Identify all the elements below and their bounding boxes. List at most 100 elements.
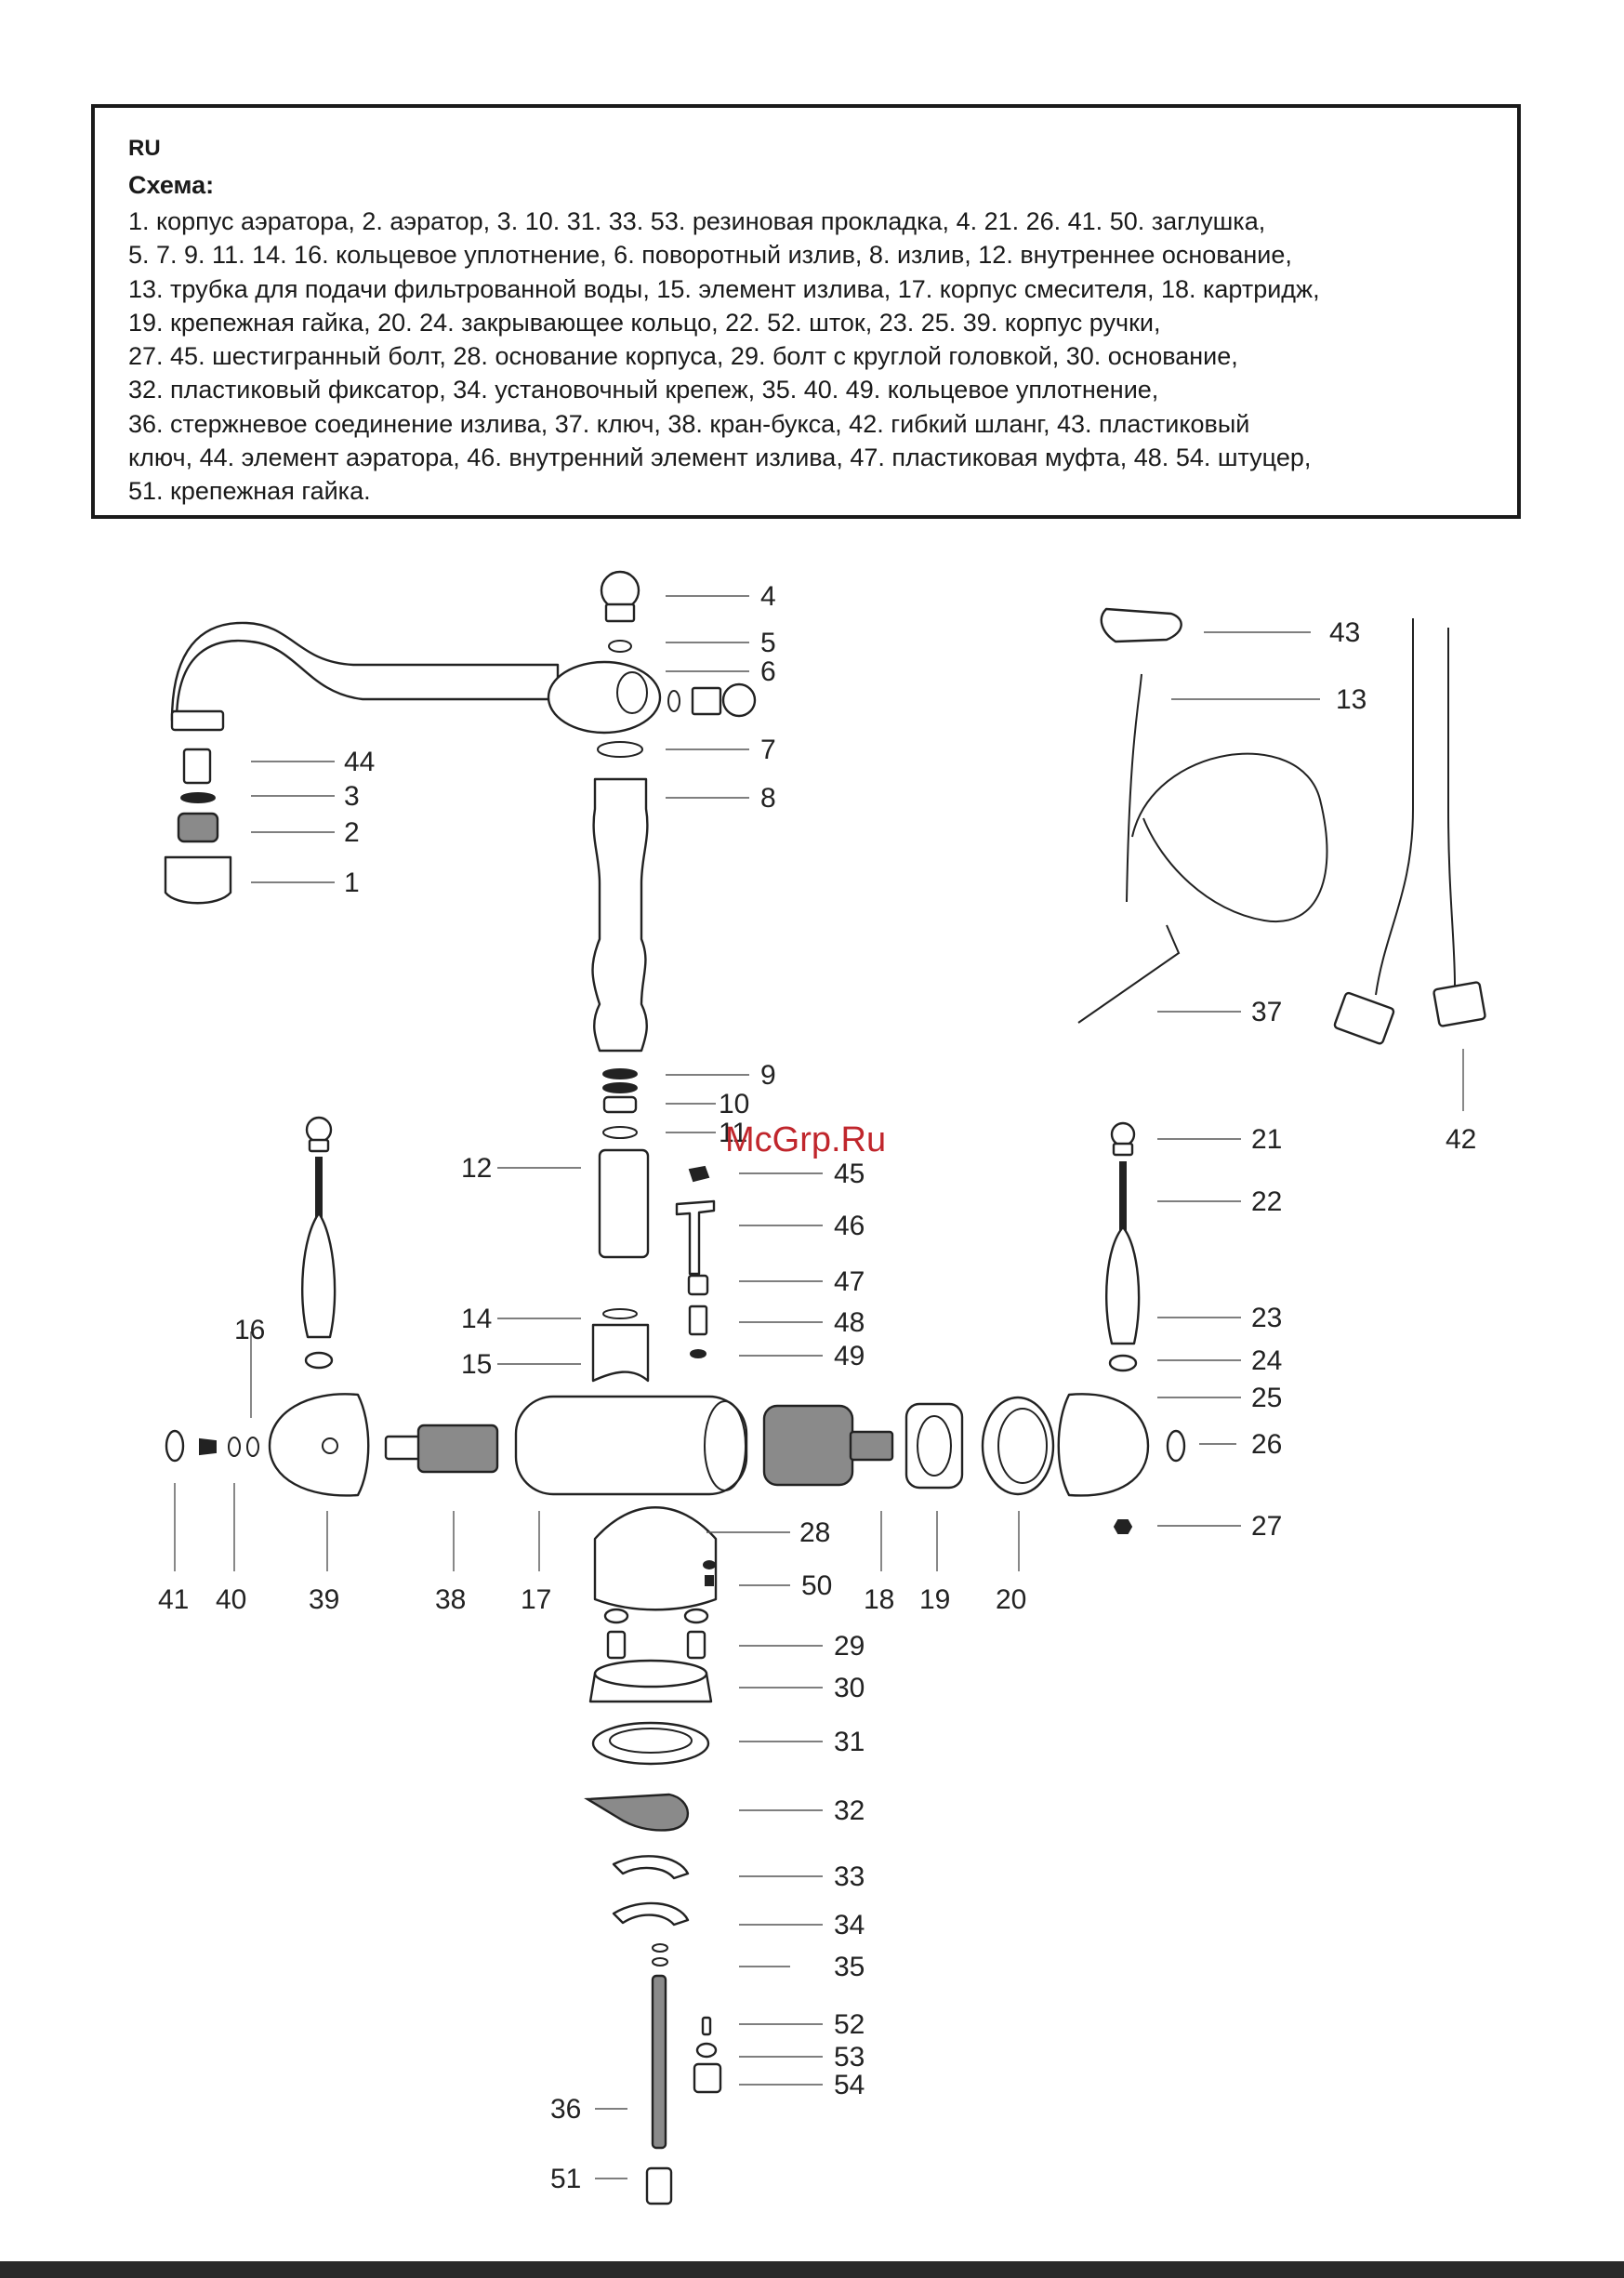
lever-stem [315,1157,323,1219]
callout-number: 28 [799,1517,830,1548]
bolt-washer [683,1608,709,1624]
spout-tip [170,709,225,732]
o-ring [602,1082,638,1093]
parts-drawing [164,570,1486,2205]
hose-fitting [1333,991,1395,1045]
o-ring [602,1126,638,1139]
callout-number: 38 [435,1584,466,1615]
callout-number: 9 [760,1060,776,1091]
round-head-bolt [686,1630,706,1660]
threaded-rod [651,1974,667,2150]
rubber-gasket-small [695,2042,718,2059]
legend-language-tag: RU [128,136,161,161]
callout-number: 43 [1329,617,1360,648]
lever-cap-ball [305,1116,333,1144]
rubber-gasket-clip [612,1855,690,1880]
swivel-spout-body [547,660,662,735]
legend-line: 51. крепежная гайка. [128,477,371,506]
callout-number: 2 [344,817,360,848]
closing-ring-small [304,1351,334,1370]
callout-number: 22 [1251,1186,1282,1217]
o-ring [597,741,643,758]
closing-ring-small [1108,1354,1138,1372]
callout-number: 53 [834,2042,865,2073]
legend-line: 13. трубка для подачи фильтрованной воды… [128,274,1320,303]
stem-small [701,2016,712,2036]
legend-line: 1. корпус аэратора, 2. аэратор, 3. 10. 3… [128,207,1266,235]
crane-axle-body [416,1424,499,1474]
callout-number: 35 [834,1952,865,1982]
handle-body-left [268,1393,370,1497]
callout-number: 13 [1336,684,1367,715]
legend-line: 27. 45. шестигранный болт, 28. основание… [128,342,1238,371]
callout-number: 49 [834,1341,865,1371]
callout-number: 14 [461,1304,492,1334]
o-ring [652,1943,668,1953]
callout-number: 21 [1251,1124,1282,1155]
legend-title: Схема: [128,171,215,199]
legend-line: ключ, 44. элемент аэратора, 46. внутренн… [128,444,1312,472]
callout-number: 24 [1251,1345,1282,1376]
callout-number: 51 [550,2164,581,2194]
o-ring [667,690,680,712]
callout-number: 12 [461,1153,492,1184]
callout-number: 48 [834,1307,865,1338]
handle-body-left-hole [322,1437,338,1454]
fixing-nut-bore [917,1415,952,1477]
cap-right [1166,1429,1186,1463]
o-ring [602,1308,638,1319]
cartridge-stem [849,1430,894,1462]
callout-number: 44 [344,747,375,777]
callout-number: 20 [996,1584,1026,1615]
legend-line: 36. стержневое соединение излива, 37. кл… [128,409,1250,438]
handle-body-right [1057,1393,1150,1497]
lever-handle-left [301,1212,337,1339]
callout-number: 10 [719,1089,749,1119]
callout-number: 18 [864,1584,894,1615]
cap-left [165,1429,185,1463]
legend-box: RU Схема: 1. корпус аэратора, 2. аэратор… [91,104,1521,519]
watermark: McGrp.Ru [725,1120,886,1159]
fixing-nut [904,1402,964,1490]
fitting [688,1305,708,1336]
filtered-water-tube [1126,673,1328,923]
callout-number: 31 [834,1727,865,1757]
mixer-body-bore [704,1400,746,1491]
spout-pipe [170,621,560,722]
base-top [593,1659,708,1689]
hex-bolt [1113,1519,1133,1534]
o-ring [652,1957,668,1967]
callout-number: 1 [344,867,360,898]
cap-small [703,1560,716,1569]
closing-ring [981,1396,1055,1496]
spout-column [591,777,649,1053]
side-cap-ball [721,682,757,718]
cap-stem [604,603,636,623]
cap-small-stem [705,1575,714,1586]
rubber-gasket [602,1095,638,1114]
bolt-washer [603,1608,629,1624]
leader-lines [174,595,1464,2179]
flexible-hose [1447,628,1456,987]
fitting-small [693,2062,722,2094]
callout-number: 50 [801,1570,832,1601]
rubber-gasket-base [591,1721,710,1766]
callout-labels: 4 5 6 7 8 9 10 11 12 14 15 44 3 2 1 45 4… [158,581,1476,2194]
o-ring [228,1437,241,1457]
round-head-bolt [606,1630,627,1660]
callout-number: 11 [719,1118,747,1148]
callout-number: 30 [834,1673,865,1703]
mounting-fastener [612,1901,690,1927]
footer-bar [0,2261,1624,2278]
callout-number: 15 [461,1349,492,1380]
callout-number: 40 [216,1584,246,1615]
callout-number: 4 [760,581,776,612]
plastic-coupling [687,1274,709,1296]
callout-number: 27 [1251,1511,1282,1542]
callout-number: 32 [834,1795,865,1826]
housing-base [593,1506,718,1611]
callout-number: 42 [1446,1124,1476,1155]
legend-line: 5. 7. 9. 11. 14. 16. кольцевое уплотнени… [128,241,1292,270]
callout-number: 26 [1251,1429,1282,1460]
callout-number: 39 [309,1584,339,1615]
